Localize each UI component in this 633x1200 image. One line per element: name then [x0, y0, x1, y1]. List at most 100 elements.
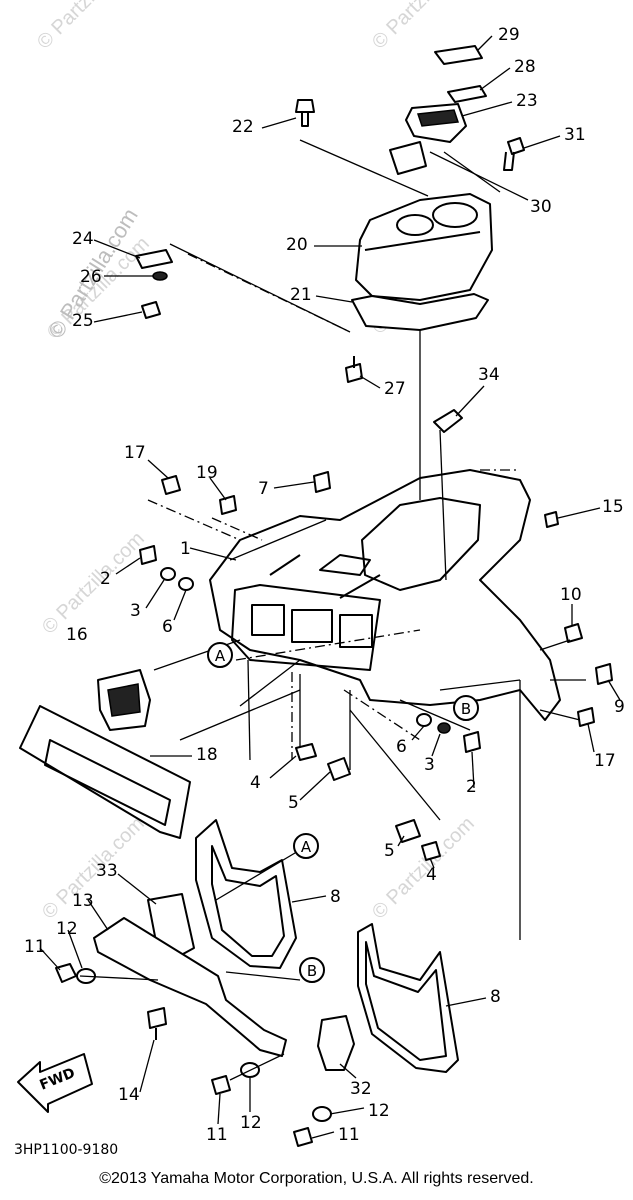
copyright-notice: ©2013 Yamaha Motor Corporation, U.S.A. A… [99, 1170, 534, 1187]
part-12-washer-right [312, 1106, 332, 1122]
callout-6-right: 6 [396, 737, 407, 757]
part-5-collar-right [395, 819, 421, 843]
part-4-nut-right [421, 841, 441, 861]
part-24-clip [135, 249, 173, 269]
part-29-plate [434, 45, 483, 65]
callout-21: 21 [290, 285, 312, 305]
leader-lines [39, 35, 621, 1139]
ref-mark-b-upper-label: B [461, 700, 471, 718]
part-18-grille [19, 705, 191, 839]
part-15-screw [544, 511, 559, 528]
ref-mark-b-upper [453, 695, 479, 721]
part-25-screw [141, 301, 161, 319]
callout-2-right: 2 [466, 777, 477, 797]
part-8-mudflap-left [195, 819, 297, 969]
callout-27: 27 [384, 379, 406, 399]
part-26-nut [152, 271, 168, 281]
callout-8-right: 8 [490, 987, 501, 1007]
part-4-nut-left [295, 743, 317, 761]
callout-14: 14 [118, 1085, 140, 1105]
part-17-bolt-upper [161, 475, 181, 495]
callout-3-left: 3 [130, 601, 141, 621]
fwd-arrow: FWD [17, 1053, 93, 1113]
callout-numbers: 29 28 23 22 31 30 24 26 25 20 21 27 34 1… [24, 25, 625, 1145]
part-19-bolt [219, 495, 237, 515]
callout-16: 16 [66, 625, 88, 645]
part-34-cap [433, 409, 463, 433]
callout-12-right: 12 [368, 1101, 390, 1121]
callout-30: 30 [530, 197, 552, 217]
callout-5-left: 5 [288, 793, 299, 813]
callout-33: 33 [96, 861, 118, 881]
callout-9: 9 [614, 697, 625, 717]
part-11-nut-left [55, 963, 77, 983]
part-11-nut-right [293, 1127, 313, 1147]
reference-marks: A B A B [207, 642, 479, 983]
part-5-collar-left [327, 757, 351, 781]
callout-32: 32 [350, 1079, 372, 1099]
callout-11-left: 11 [24, 937, 46, 957]
callout-8-left: 8 [330, 887, 341, 907]
part-27-screw [345, 363, 363, 383]
part-8-mudflap-right [357, 923, 459, 1073]
callout-24: 24 [72, 229, 94, 249]
ref-mark-a-upper [207, 642, 233, 668]
callout-25: 25 [72, 311, 94, 331]
ref-mark-b-lower-label: B [307, 962, 317, 980]
part-6-washer-right [416, 713, 432, 727]
part-17-bolt-lower [577, 707, 595, 727]
callout-13: 13 [72, 891, 94, 911]
part-3-washer-right [437, 722, 451, 734]
callout-4-left: 4 [250, 773, 261, 793]
callout-10: 10 [560, 585, 582, 605]
callout-26: 26 [80, 267, 102, 287]
instrument-cover-assembly [135, 45, 525, 433]
callout-12-center: 12 [240, 1113, 262, 1133]
fender-hardware [139, 471, 613, 861]
part-6-washer-left [178, 577, 194, 591]
part-31-bolt [507, 137, 525, 155]
front-fender [209, 469, 561, 721]
callout-18: 18 [196, 745, 218, 765]
watermark-2: © Partzilla.com [368, 0, 479, 54]
ref-mark-a-lower-label: A [301, 838, 312, 856]
watermark-5: © Partzilla.com [38, 528, 149, 639]
callout-20: 20 [286, 235, 308, 255]
part-20-cover [355, 193, 493, 301]
part-1-fender [209, 469, 561, 721]
part-14-bolt [147, 1007, 167, 1029]
callout-28: 28 [514, 57, 536, 77]
part-9-bolt [595, 663, 613, 685]
callout-31: 31 [564, 125, 586, 145]
part-32-bracket [317, 1015, 355, 1071]
ref-mark-a-lower [293, 833, 319, 859]
callout-11-right: 11 [338, 1125, 360, 1145]
callout-4-right: 4 [426, 865, 437, 885]
part-21-base [351, 293, 489, 331]
part-30-bracket [389, 141, 427, 175]
part-11-nut-center [211, 1075, 231, 1095]
part-7-grommet [313, 471, 331, 493]
part-2-bolt-right [463, 731, 481, 753]
part-3-washer-left [160, 567, 176, 581]
part-22-bolt [295, 99, 315, 113]
callout-3-right: 3 [424, 755, 435, 775]
callout-19: 19 [196, 463, 218, 483]
callout-12-left: 12 [56, 919, 78, 939]
ref-mark-b-lower [299, 957, 325, 983]
callout-1: 1 [180, 539, 191, 559]
callout-7: 7 [258, 479, 269, 499]
watermark-8: © Partzilla.com [368, 813, 479, 924]
watermark-1: © Partzilla.com [33, 0, 144, 54]
callout-2-left: 2 [100, 569, 111, 589]
callout-15: 15 [602, 497, 624, 517]
callout-34: 34 [478, 365, 500, 385]
callout-17-upper: 17 [124, 443, 146, 463]
part-10-bolt [564, 623, 583, 643]
part-28-gasket [447, 85, 487, 103]
callout-17-lower: 17 [594, 751, 616, 771]
ref-mark-a-upper-label: A [215, 647, 226, 665]
callout-22: 22 [232, 117, 254, 137]
callout-6-left: 6 [162, 617, 173, 637]
